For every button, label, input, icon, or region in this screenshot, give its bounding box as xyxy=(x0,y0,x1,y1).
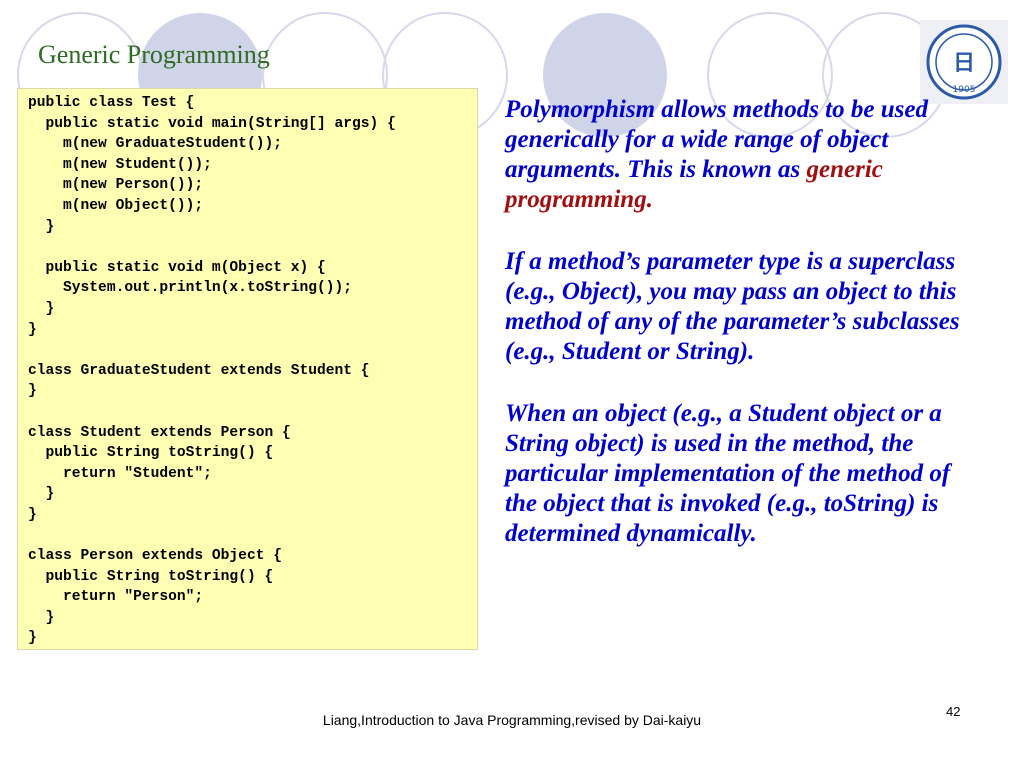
university-seal-icon: 日 1905 xyxy=(920,20,1008,104)
code-line: } xyxy=(28,506,37,523)
code-listing: public class Test { public static void m… xyxy=(28,93,396,649)
code-line: public String toString() { xyxy=(28,568,274,585)
code-line: public static void main(String[] args) { xyxy=(28,115,396,132)
code-line: } xyxy=(28,300,55,317)
code-line: } xyxy=(28,321,37,338)
paragraph-dynamic-binding: When an object (e.g., a Student object o… xyxy=(505,400,951,547)
code-line: } xyxy=(28,630,37,647)
code-line: public class Test { xyxy=(28,95,195,111)
code-line: public static void m(Object x) { xyxy=(28,259,326,276)
code-line: } xyxy=(28,486,55,503)
code-listing-box: public class Test { public static void m… xyxy=(17,88,478,650)
code-line: } xyxy=(28,218,55,235)
code-line: class GraduateStudent extends Student { xyxy=(28,362,370,379)
paragraph-superclass: If a method’s parameter type is a superc… xyxy=(505,248,960,365)
code-line: } xyxy=(28,383,37,400)
generic-programming-highlight: generic programming xyxy=(505,156,883,213)
code-line: class Student extends Person { xyxy=(28,424,291,441)
paragraph-polymorphism-end: . xyxy=(646,186,653,213)
code-line: return "Person"; xyxy=(28,589,204,606)
paragraph-polymorphism: Polymorphism allows methods to be used g… xyxy=(505,95,980,215)
explanation-text: Polymorphism allows methods to be used g… xyxy=(505,95,980,581)
code-line: m(new GraduateStudent()); xyxy=(28,136,282,153)
code-line: return "Student"; xyxy=(28,465,212,482)
code-line xyxy=(28,237,396,258)
page-number: 42 xyxy=(946,704,961,719)
slide-title: Generic Programming xyxy=(38,40,270,69)
svg-text:1905: 1905 xyxy=(953,85,976,95)
code-line: m(new Student()); xyxy=(28,156,212,173)
code-line: m(new Object()); xyxy=(28,197,204,214)
code-line: } xyxy=(28,609,55,626)
code-line xyxy=(28,402,396,423)
code-line xyxy=(28,525,396,546)
code-line: class Person extends Object { xyxy=(28,548,282,565)
footer-credit: Liang,Introduction to Java Programming,r… xyxy=(322,712,702,728)
code-line: public String toString() { xyxy=(28,445,274,462)
code-line xyxy=(28,340,396,361)
code-line: System.out.println(x.toString()); xyxy=(28,280,353,297)
paragraph-polymorphism-text: Polymorphism allows methods to be used g… xyxy=(505,96,928,183)
code-line: m(new Person()); xyxy=(28,177,204,194)
svg-text:日: 日 xyxy=(953,50,975,76)
